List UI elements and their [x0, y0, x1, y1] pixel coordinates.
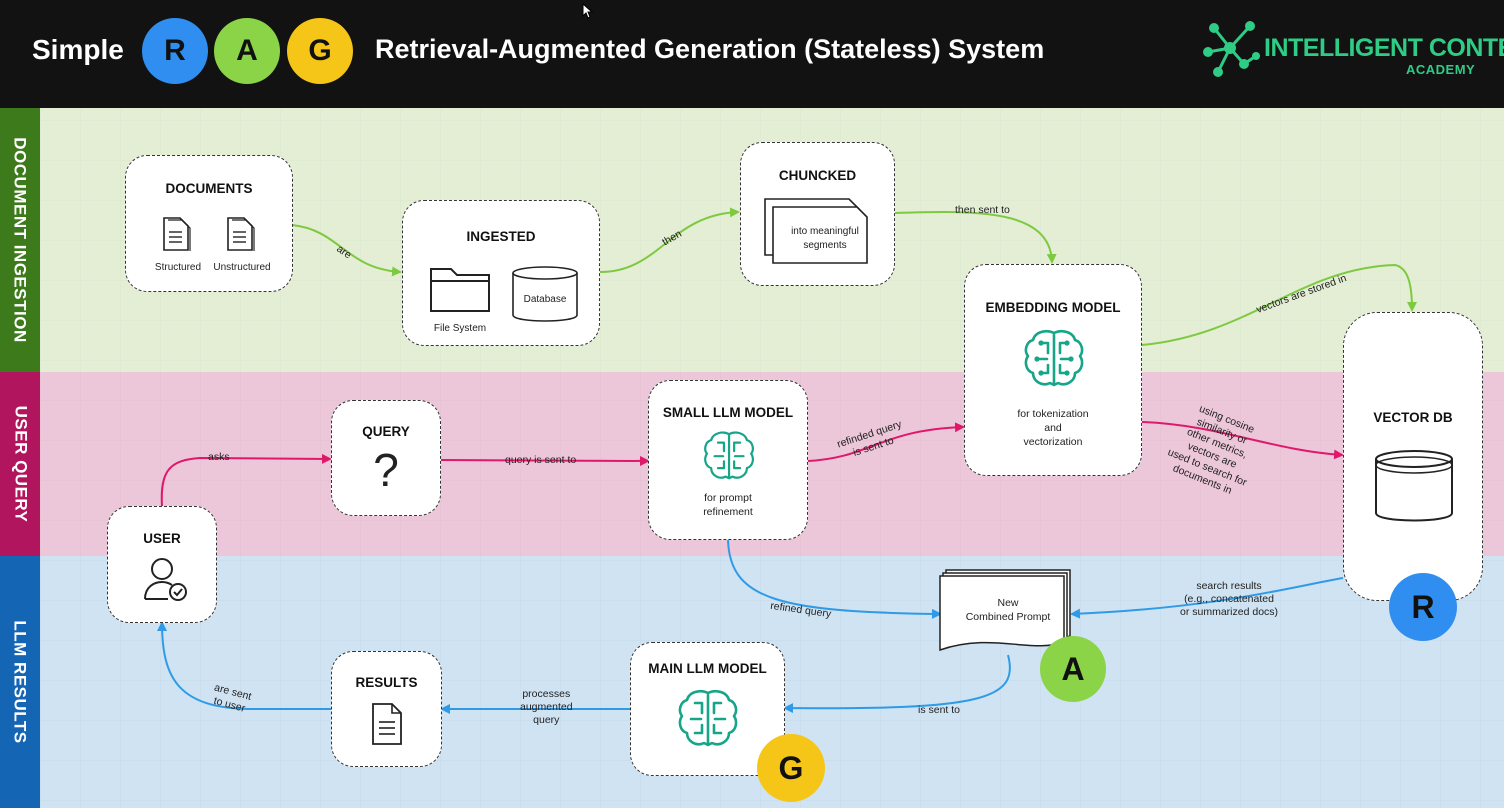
user-node: USER [107, 506, 217, 623]
edge-label-asks: asks [208, 451, 230, 463]
database-icon [512, 266, 578, 322]
page-title: Retrieval-Augmented Generation (Stateles… [375, 34, 1045, 64]
edge-label-is-sent-to: is sent to [918, 704, 961, 716]
vector-db-node: VECTOR DB [1343, 312, 1483, 601]
brain-icon [1024, 329, 1084, 387]
edge-label-processes: processes augmented query [520, 688, 573, 726]
edge-refined-query-sent [807, 422, 965, 462]
mouse-cursor-icon [582, 3, 594, 19]
document-icon [163, 217, 191, 251]
combined-prompt-text: New Combined Prompt [965, 597, 1051, 623]
g-circle: G [287, 18, 353, 84]
database-icon [1375, 450, 1453, 522]
logo-subtext: ACADEMY [1406, 62, 1476, 77]
header-bar: Simple R A G Retrieval-Augmented Generat… [0, 0, 1504, 108]
query-node: QUERY ? [331, 400, 441, 516]
user-icon [144, 558, 187, 601]
edge-label-search-results: search results (e.g., concatenated or su… [1180, 580, 1279, 618]
embedding-title: EMBEDDING MODEL [985, 300, 1121, 315]
lane-label-ingestion: DOCUMENT INGESTION [0, 108, 40, 372]
vector-db-title: VECTOR DB [1373, 410, 1453, 425]
query-title: QUERY [362, 424, 410, 439]
chunked-title: CHUNCKED [778, 168, 857, 183]
edge-search-results [1070, 577, 1344, 619]
edge-results-to-user [157, 621, 331, 710]
ingested-node: INGESTED File System Database [402, 200, 600, 346]
document-icon [227, 217, 255, 251]
retrieval-badge: R [1389, 573, 1457, 641]
network-logo-icon [1203, 21, 1260, 77]
edge-then-sent-to [894, 210, 1057, 264]
a-circle: A [214, 18, 280, 84]
documents-title: DOCUMENTS [165, 181, 253, 196]
structured-label: Structured [154, 262, 202, 273]
r-circle: R [142, 18, 208, 84]
question-mark-icon: ? [373, 444, 399, 496]
unstructured-label: Unstructured [213, 262, 271, 273]
folder-icon [430, 268, 490, 312]
small-llm-title: SMALL LLM MODEL [662, 405, 794, 420]
edge-label-then-sent-to: then sent to [955, 204, 1010, 216]
lane-label-results: LLM RESULTS [0, 556, 40, 808]
brain-icon [704, 431, 754, 480]
combined-prompt-shape [939, 569, 1071, 652]
edge-cosine [1141, 421, 1344, 460]
edge-asks [160, 453, 332, 507]
lane-label-query: USER QUERY [0, 372, 40, 556]
brain-icon [678, 689, 738, 747]
edge-then [599, 207, 740, 273]
user-title: USER [143, 531, 181, 546]
edge-label-query-sent: query is sent to [505, 454, 577, 466]
edge-refined-query [727, 539, 942, 619]
logo-text: INTELLIGENT CONTENT [1264, 34, 1504, 62]
edge-is-sent-to [783, 654, 1011, 714]
database-label: Database [523, 294, 567, 305]
edge-vectors-stored [1141, 263, 1417, 346]
edge-query-sent [440, 455, 650, 466]
generation-badge: G [757, 734, 825, 802]
results-node: RESULTS [331, 651, 442, 767]
segments-icon [764, 198, 868, 264]
document-icon [372, 703, 402, 745]
edge-are [291, 224, 402, 277]
results-title: RESULTS [355, 675, 418, 690]
documents-node: DOCUMENTS Structured Unstructured [125, 155, 293, 292]
file-system-label: File System [433, 323, 487, 334]
header-simple: Simple [32, 34, 124, 65]
ingested-title: INGESTED [466, 229, 536, 244]
main-llm-title: MAIN LLM MODEL [648, 661, 767, 676]
augmented-badge: A [1040, 636, 1106, 702]
